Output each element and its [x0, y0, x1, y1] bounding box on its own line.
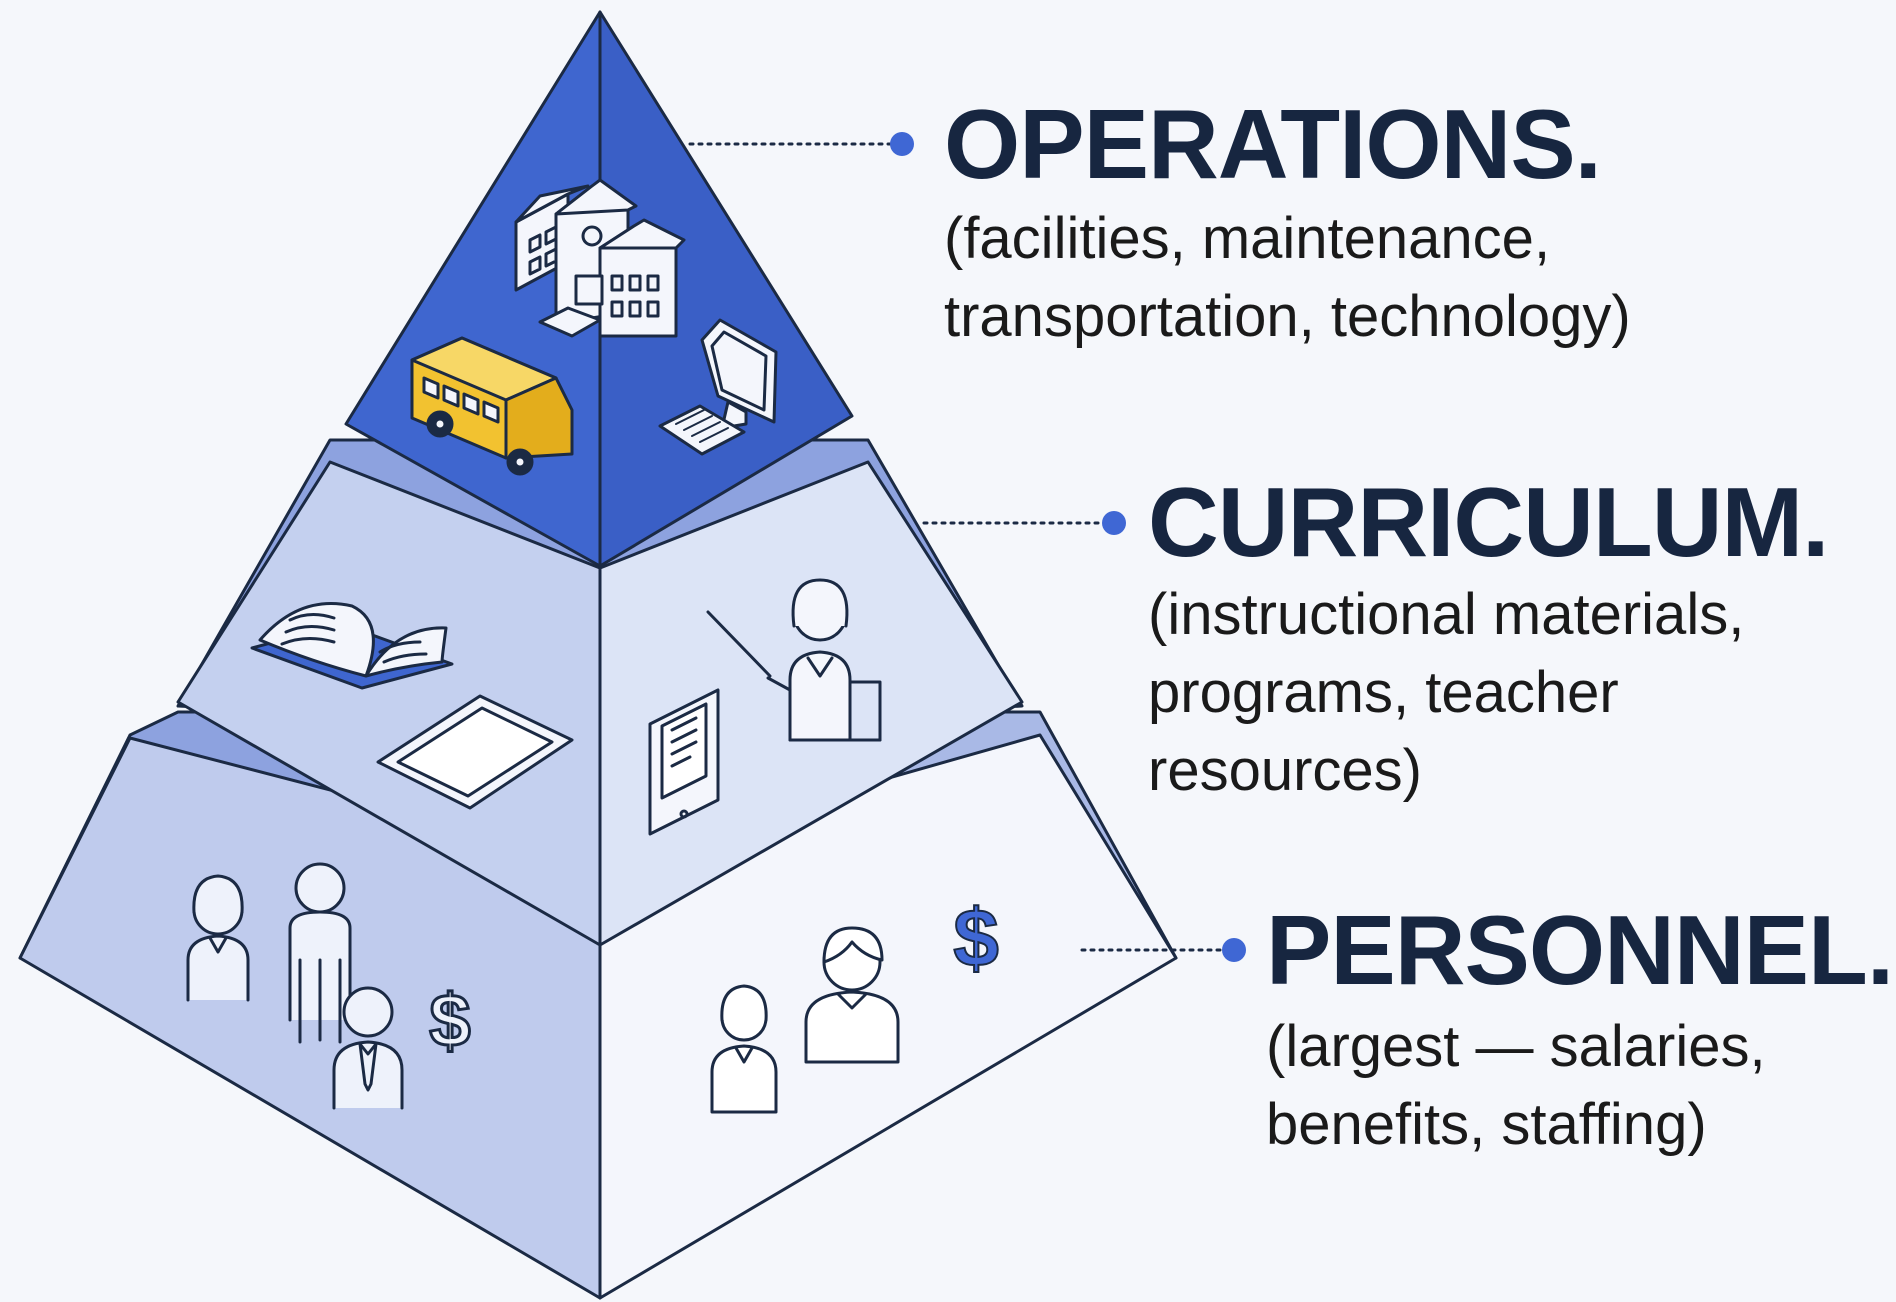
tablet-icon — [376, 694, 574, 810]
woman-icon — [710, 984, 778, 1114]
operations-heading: OPERATIONS. — [944, 89, 1601, 199]
connector-operations — [688, 132, 914, 156]
woman-staff-icon — [186, 874, 250, 1002]
man-tie-icon — [332, 986, 404, 1110]
personnel-detail-line-1: (largest — salaries, — [1266, 1014, 1766, 1079]
label-personnel: PERSONNEL. (largest — salaries, benefits… — [1266, 895, 1894, 1157]
staff-member-icon — [804, 926, 900, 1064]
connector-curriculum — [922, 511, 1126, 535]
tier-curriculum — [176, 438, 1024, 947]
school-building-icon — [514, 178, 686, 338]
label-operations: OPERATIONS. (facilities, maintenance, tr… — [944, 89, 1631, 349]
curriculum-heading: CURRICULUM. — [1148, 467, 1828, 577]
personnel-heading: PERSONNEL. — [1266, 895, 1893, 1005]
curriculum-detail-line-1: (instructional materials, — [1148, 582, 1744, 647]
curriculum-detail-line-3: resources) — [1148, 738, 1422, 803]
tier-operations — [344, 10, 854, 568]
curriculum-detail-line-2: programs, teacher — [1148, 660, 1619, 725]
label-curriculum: CURRICULUM. (instructional materials, pr… — [1148, 467, 1829, 803]
school-bus-icon — [410, 336, 574, 476]
man-standing-icon — [288, 862, 352, 1044]
connector-personnel — [1080, 938, 1246, 962]
svg-text:$: $ — [429, 979, 470, 1062]
open-book-icon — [250, 602, 454, 690]
dollar-icon: $ — [428, 978, 472, 1064]
operations-detail-line-1: (facilities, maintenance, — [944, 206, 1550, 271]
operations-detail-line-2: transportation, technology) — [944, 284, 1631, 349]
svg-text:$: $ — [953, 893, 999, 984]
keyboard-icon — [658, 404, 746, 456]
computer-monitor-icon — [700, 318, 778, 430]
dollar-icon: $ — [952, 892, 1000, 985]
teacher-pointer-icon — [706, 578, 882, 742]
personnel-detail-line-2: benefits, staffing) — [1266, 1092, 1707, 1157]
ereader-icon — [648, 688, 720, 836]
